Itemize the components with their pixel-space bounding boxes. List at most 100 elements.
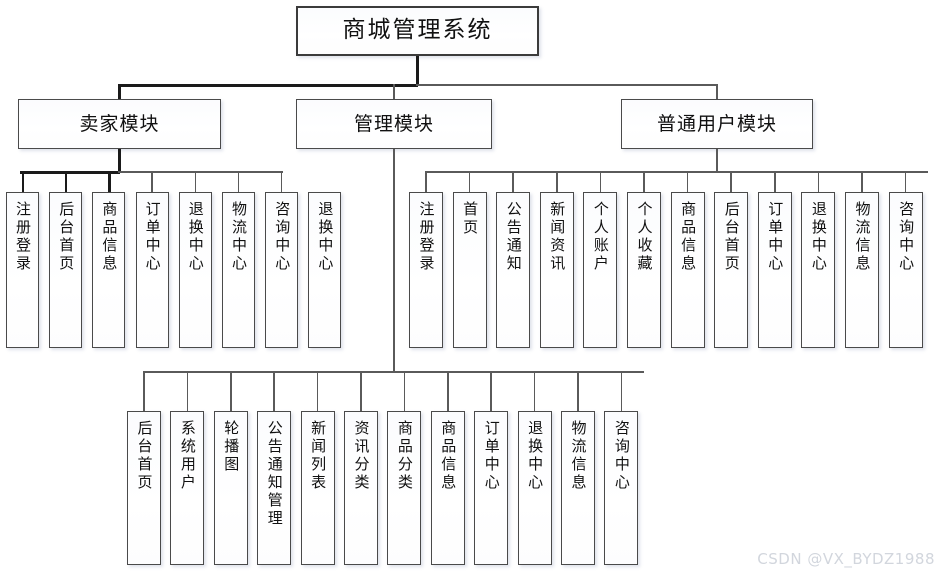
seller-leaf-7-label: 退换中心	[316, 201, 335, 273]
admin-leaf-9-label: 退换中心	[526, 420, 545, 492]
seller-leaf-connector-6	[280, 171, 283, 192]
admin-leaf-9[interactable]: 退换中心	[517, 411, 552, 565]
node-user-module[interactable]: 普通用户模块	[621, 99, 813, 149]
user-leaf-8[interactable]: 订单中心	[757, 192, 792, 348]
admin-leaf-7-label: 商品信息	[439, 420, 458, 492]
user-leaf-5-label: 个人收藏	[635, 201, 654, 273]
connector-root-to-user	[716, 84, 718, 99]
admin-leaf-7[interactable]: 商品信息	[430, 411, 465, 565]
user-leaf-4[interactable]: 个人账户	[583, 192, 618, 348]
admin-leaf-0-label: 后台首页	[135, 420, 154, 492]
user-leaf-0-label: 注册登录	[417, 201, 436, 273]
node-user-module-label: 普通用户模块	[656, 112, 777, 135]
user-leaf-2[interactable]: 公告通知	[496, 192, 531, 348]
user-leaf-0[interactable]: 注册登录	[409, 192, 443, 348]
seller-leaf-3[interactable]: 订单中心	[135, 192, 169, 348]
user-leaf-6[interactable]: 商品信息	[670, 192, 705, 348]
user-leaf-9[interactable]: 退换中心	[801, 192, 836, 348]
user-leaf-10[interactable]: 物流信息	[845, 192, 879, 348]
seller-leaf-5-label: 物流中心	[230, 201, 248, 273]
connector-seller-stem	[118, 149, 121, 172]
admin-leaf-1[interactable]: 系统用户	[170, 411, 205, 565]
admin-leaf-3[interactable]: 公告通知管理	[257, 411, 292, 565]
admin-leaf-connector-5	[360, 371, 362, 411]
user-leaf-2-label: 公告通知	[504, 201, 523, 273]
admin-leaf-connector-3	[273, 371, 275, 411]
seller-leaf-4-label: 退换中心	[186, 201, 205, 273]
admin-leaf-11[interactable]: 咨询中心	[604, 411, 639, 565]
seller-leaf-2-label: 商品信息	[100, 201, 119, 273]
seller-leaf-3-label: 订单中心	[143, 201, 162, 273]
seller-leaf-7[interactable]: 退换中心	[308, 192, 342, 348]
admin-leaf-connector-6	[403, 371, 406, 411]
seller-leaf-0-label: 注册登录	[14, 201, 32, 273]
user-leaf-5[interactable]: 个人收藏	[627, 192, 661, 348]
connector-admin-bus-left	[143, 371, 395, 373]
user-leaf-3-label: 新闻资讯	[548, 201, 567, 273]
admin-leaf-connector-7	[447, 371, 449, 411]
admin-leaf-connector-9	[533, 371, 536, 411]
user-leaf-connector-9	[817, 171, 820, 192]
seller-leaf-6-label: 咨询中心	[273, 201, 292, 273]
connector-admin-stem	[393, 149, 395, 372]
user-leaf-11-label: 咨询中心	[897, 201, 916, 273]
user-leaf-connector-2	[512, 171, 514, 192]
admin-leaf-connector-4	[316, 371, 319, 411]
admin-leaf-5[interactable]: 资讯分类	[344, 411, 378, 565]
seller-leaf-0[interactable]: 注册登录	[6, 192, 39, 348]
admin-leaf-6[interactable]: 商品分类	[387, 411, 422, 565]
node-root[interactable]: 商城管理系统	[296, 6, 539, 56]
seller-leaf-connector-0	[21, 171, 25, 192]
admin-leaf-2-label: 轮播图	[222, 420, 241, 474]
user-leaf-connector-10	[861, 171, 863, 192]
admin-leaf-connector-8	[490, 371, 492, 411]
seller-leaf-5[interactable]: 物流中心	[222, 192, 255, 348]
connector-root-to-admin	[393, 84, 395, 99]
admin-leaf-10[interactable]: 物流信息	[561, 411, 595, 565]
user-leaf-connector-7	[730, 171, 732, 192]
user-leaf-connector-5	[643, 171, 645, 192]
admin-leaf-3-label: 公告通知管理	[265, 420, 284, 528]
node-admin-module[interactable]: 管理模块	[296, 99, 492, 149]
user-leaf-connector-11	[904, 171, 907, 192]
watermark: CSDN @VX_BYDZ1988	[757, 550, 935, 568]
admin-leaf-2[interactable]: 轮播图	[213, 411, 248, 565]
seller-leaf-1[interactable]: 后台首页	[49, 192, 83, 348]
seller-leaf-4[interactable]: 退换中心	[178, 192, 212, 348]
user-leaf-7[interactable]: 后台首页	[714, 192, 749, 348]
node-seller-module-label: 卖家模块	[79, 112, 160, 135]
admin-leaf-6-label: 商品分类	[395, 420, 414, 492]
connector-user-stem	[716, 149, 718, 172]
admin-leaf-4-label: 新闻列表	[309, 420, 328, 492]
admin-leaf-0[interactable]: 后台首页	[127, 411, 161, 565]
node-root-label: 商城管理系统	[342, 17, 493, 44]
user-leaf-8-label: 订单中心	[766, 201, 785, 273]
admin-leaf-4[interactable]: 新闻列表	[300, 411, 335, 565]
seller-leaf-1-label: 后台首页	[57, 201, 76, 273]
user-leaf-1[interactable]: 首页	[452, 192, 487, 348]
admin-leaf-connector-0	[143, 371, 145, 411]
admin-leaf-connector-1	[186, 371, 189, 411]
node-seller-module[interactable]: 卖家模块	[18, 99, 221, 149]
admin-leaf-5-label: 资讯分类	[352, 420, 371, 492]
user-leaf-connector-6	[686, 171, 689, 192]
seller-leaf-connector-2	[108, 171, 111, 192]
user-leaf-connector-1	[468, 171, 471, 192]
connector-root-bus-right	[416, 84, 718, 86]
user-leaf-11[interactable]: 咨询中心	[888, 192, 923, 348]
user-leaf-3[interactable]: 新闻资讯	[539, 192, 574, 348]
seller-leaf-6[interactable]: 咨询中心	[265, 192, 299, 348]
user-leaf-connector-4	[599, 171, 602, 192]
seller-leaf-2[interactable]: 商品信息	[92, 192, 126, 348]
user-leaf-connector-8	[774, 171, 776, 192]
connector-user-bus-left	[425, 171, 717, 173]
connector-root-stem	[416, 56, 419, 85]
connector-seller-bus-left	[20, 171, 120, 174]
admin-leaf-connector-11	[620, 371, 623, 411]
admin-leaf-connector-10	[577, 371, 579, 411]
admin-leaf-8[interactable]: 订单中心	[474, 411, 509, 565]
connector-root-bus-left	[118, 84, 418, 87]
user-leaf-connector-0	[425, 171, 427, 192]
admin-leaf-connector-2	[230, 371, 232, 411]
